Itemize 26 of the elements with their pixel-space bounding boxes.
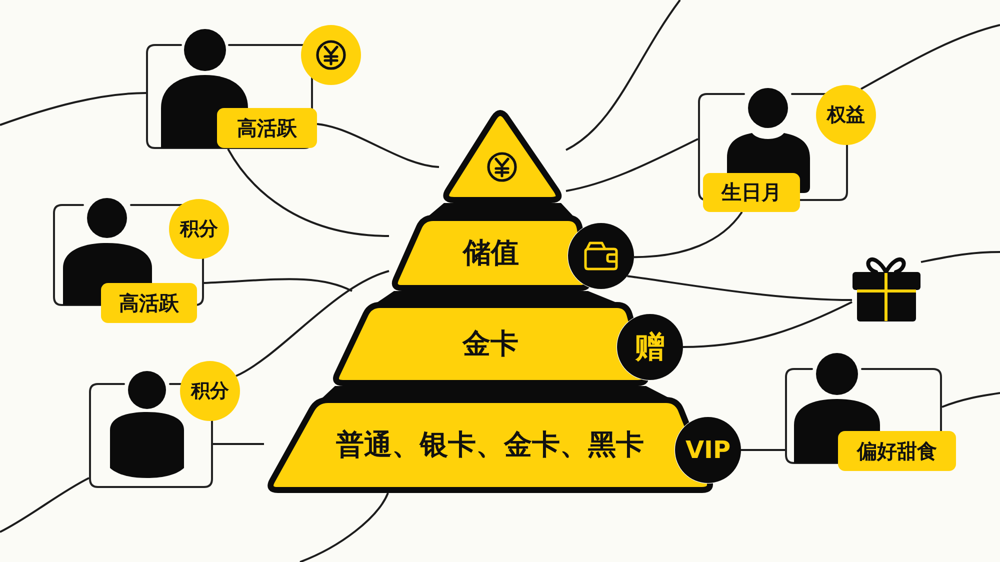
connector-line: [227, 148, 390, 237]
circle-badge: 赠: [617, 314, 683, 380]
connector-line: [204, 278, 352, 292]
gift-icon: [852, 257, 921, 322]
circle-badge: 权益: [816, 85, 876, 145]
circle-badge: 积分: [169, 199, 229, 259]
circle-badge: 积分: [180, 361, 240, 421]
connector-line: [682, 301, 852, 348]
connector-line: [627, 275, 852, 301]
connector-line: [634, 211, 743, 258]
connector-line: [741, 449, 785, 451]
connector-line: [0, 92, 146, 126]
connector-line: [300, 492, 389, 562]
connector-line: [316, 123, 440, 168]
label-tag: 生日月: [703, 173, 800, 212]
connector-line: [920, 251, 1000, 263]
label-tag: 高活跃: [101, 283, 197, 323]
connector-line: [942, 392, 1000, 408]
circle-badge: VIP: [675, 417, 741, 483]
connector-line: [565, 0, 681, 151]
connector-line: [0, 477, 90, 533]
connector-line: [213, 443, 264, 445]
connector-line: [236, 270, 390, 377]
connector-line: [566, 138, 698, 192]
label-tag: 偏好甜食: [838, 431, 956, 471]
connector-line: [860, 24, 1000, 90]
